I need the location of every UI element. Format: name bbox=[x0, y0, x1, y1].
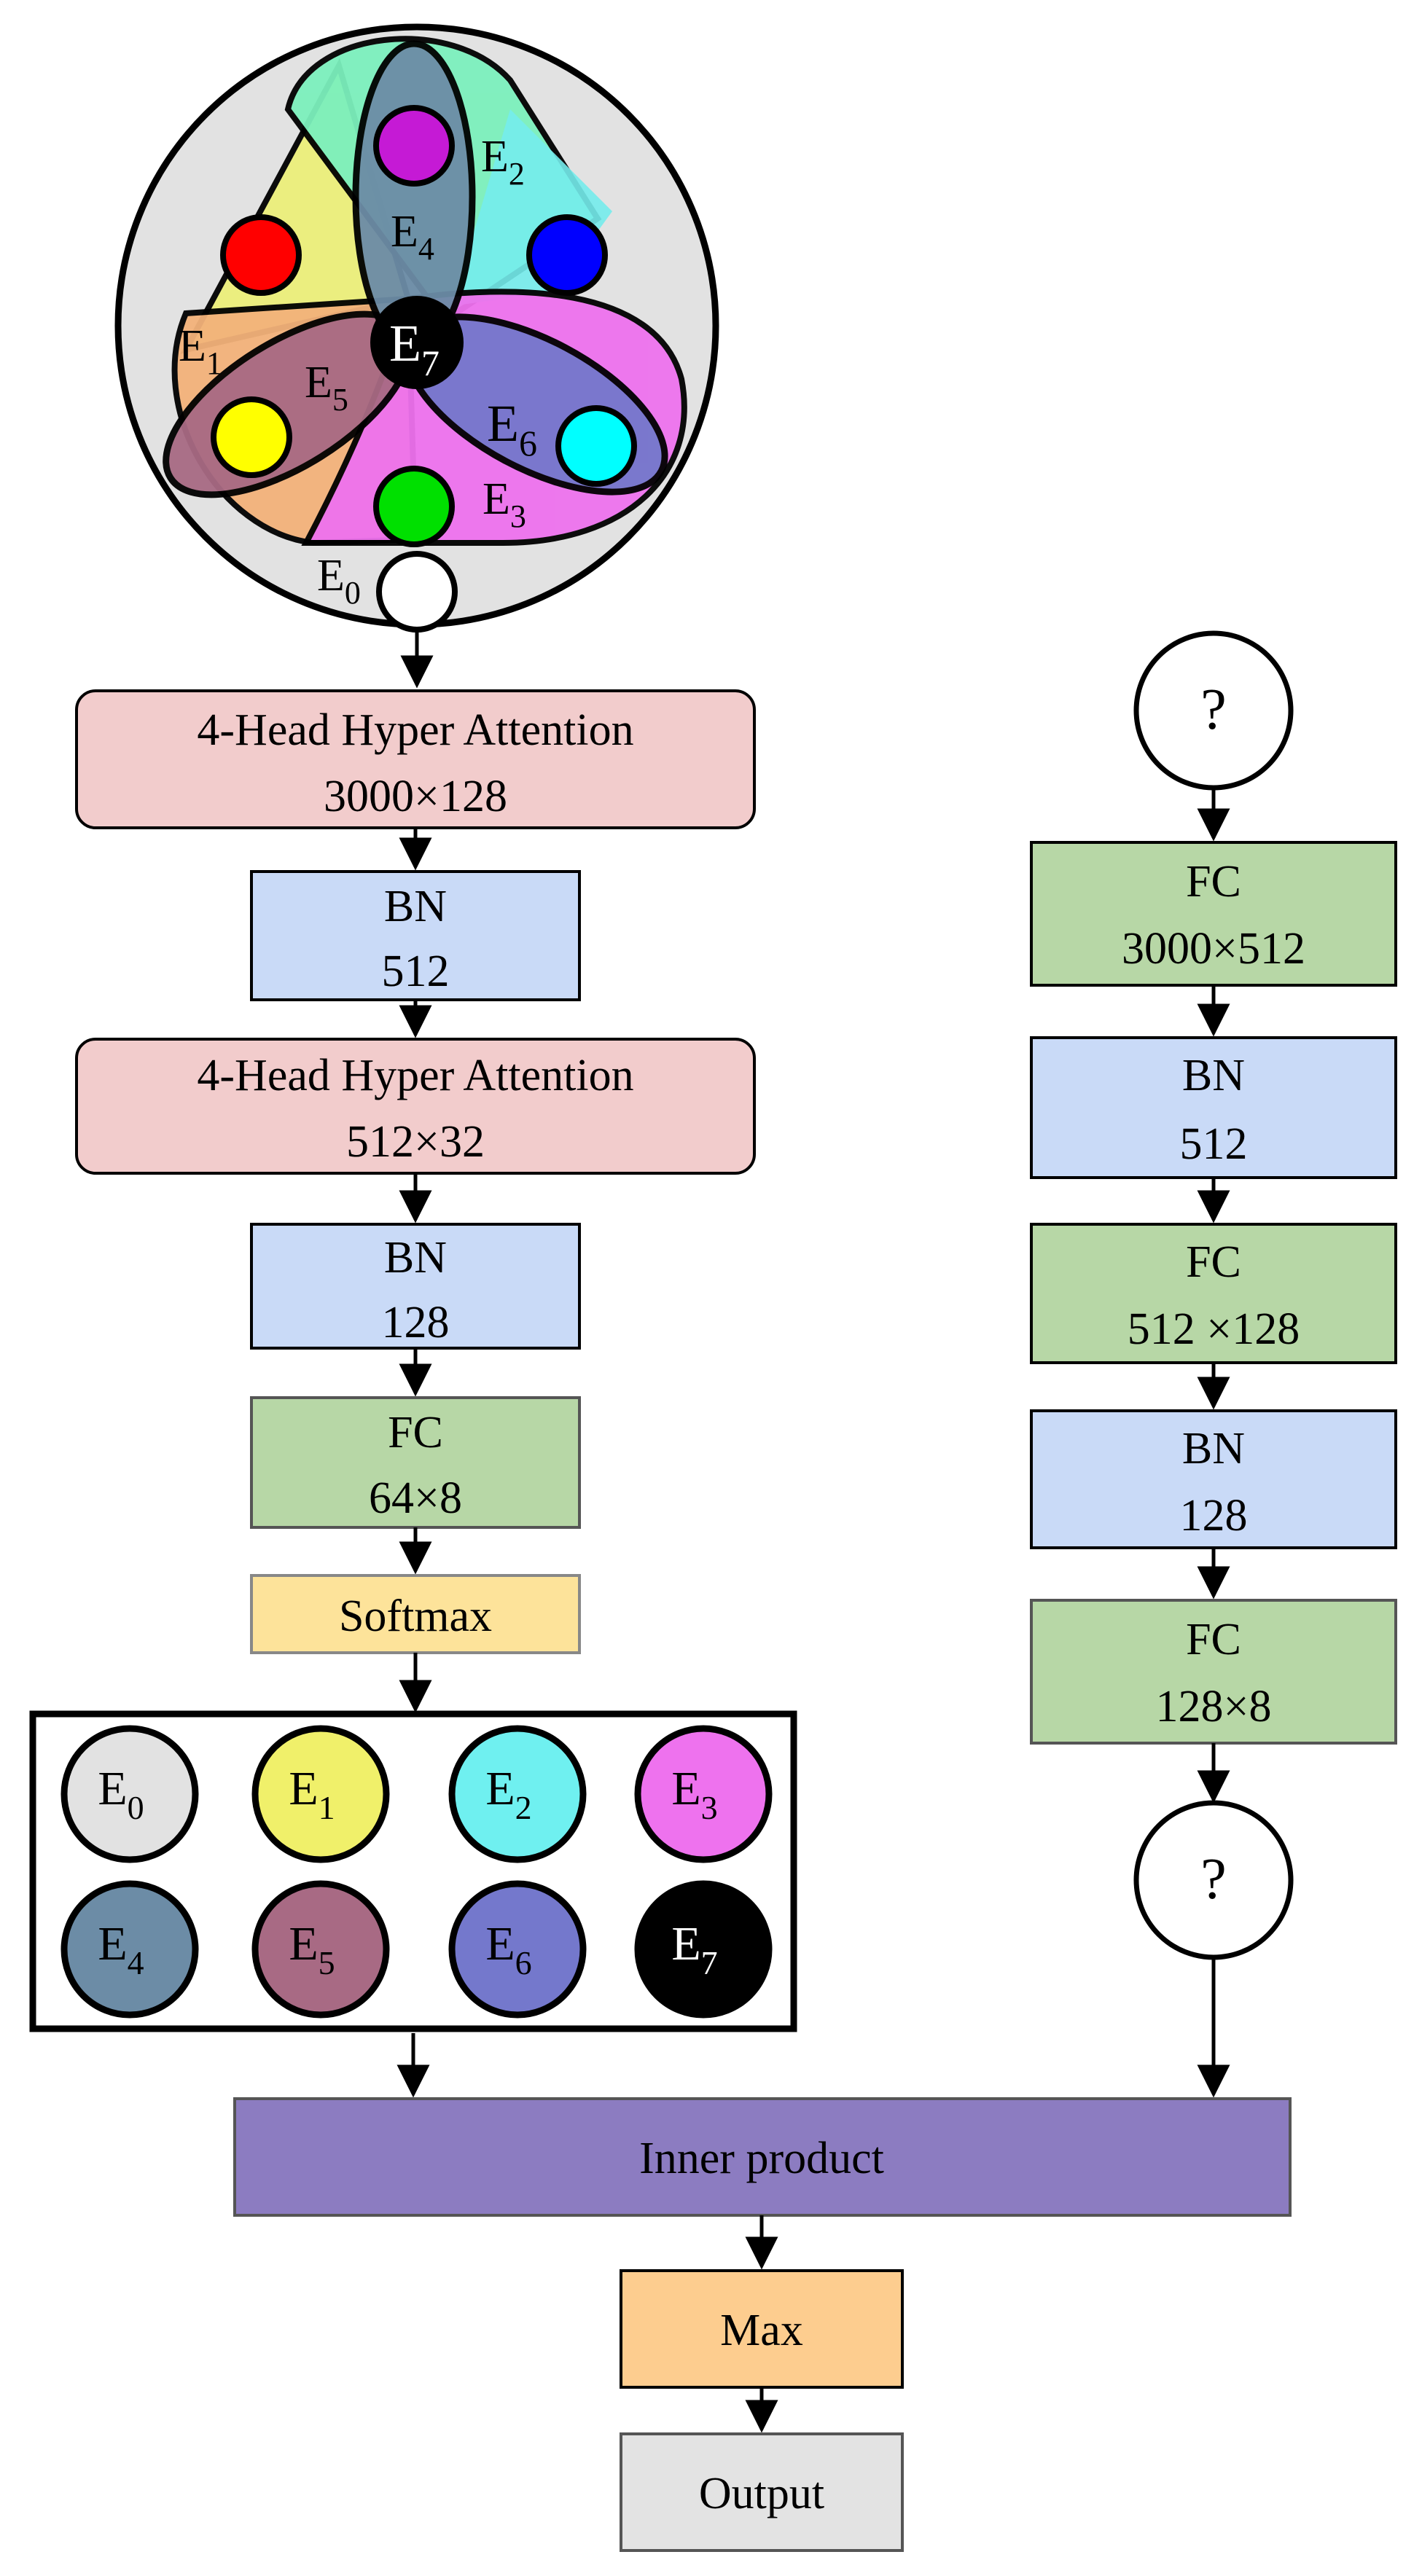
fc-right-3-title: FC bbox=[1186, 1615, 1241, 1664]
attention-block-2: 4-Head Hyper Attention 512×32 bbox=[75, 1038, 756, 1175]
venn-dot-white bbox=[376, 551, 458, 633]
bn-block-left-2: BN 128 bbox=[250, 1223, 581, 1350]
right-column: ? FC 3000×512 BN 512 FC 512 ×128 BN 128 bbox=[1030, 630, 1397, 2098]
attention-1-dims: 3000×128 bbox=[324, 772, 507, 821]
venn-label-e7: E7 bbox=[389, 314, 440, 383]
attention-2-dims: 512×32 bbox=[346, 1117, 485, 1167]
attention-2-title: 4-Head Hyper Attention bbox=[197, 1051, 633, 1100]
venn-dot-e7 bbox=[370, 296, 464, 389]
bn-right-1-title: BN bbox=[1182, 1051, 1245, 1100]
bottom-section: Inner product Max Output bbox=[233, 2097, 1292, 2552]
bn-block-left-1: BN 512 bbox=[250, 870, 581, 1001]
bn-block-right-1: BN 512 bbox=[1030, 1036, 1397, 1179]
venn-label-e4: E4 bbox=[391, 207, 434, 267]
output-placeholder-node: ? bbox=[1133, 1800, 1294, 1960]
fc-right-2-title: FC bbox=[1186, 1237, 1241, 1287]
venn-dot-yellow bbox=[211, 396, 292, 478]
venn-dot-red bbox=[220, 214, 302, 296]
venn-label-e3: E3 bbox=[483, 474, 526, 534]
expert-label-3: E3 bbox=[671, 1762, 717, 1826]
bn-left-1-title: BN bbox=[384, 882, 447, 931]
expert-circle-3: E3 bbox=[634, 1725, 773, 1863]
fc-block-right-1: FC 3000×512 bbox=[1030, 841, 1397, 987]
inner-product-label: Inner product bbox=[639, 2134, 884, 2183]
hypergraph-venn: E2 E4 E7 E1 E5 E6 E3 E0 bbox=[114, 23, 719, 633]
bn-right-1-dims: 512 bbox=[1180, 1119, 1248, 1169]
softmax-block: Softmax bbox=[250, 1574, 581, 1654]
expert-label-0: E0 bbox=[98, 1762, 144, 1826]
venn-label-e1: E1 bbox=[179, 321, 222, 381]
venn-dot-green bbox=[373, 466, 455, 547]
bn-right-2-dims: 128 bbox=[1180, 1491, 1248, 1540]
bn-block-right-2: BN 128 bbox=[1030, 1409, 1397, 1549]
output-placeholder-symbol: ? bbox=[1200, 1847, 1227, 1911]
venn-label-e6: E6 bbox=[487, 394, 537, 463]
max-block: Max bbox=[620, 2269, 904, 2389]
fc-block-right-2: FC 512 ×128 bbox=[1030, 1223, 1397, 1364]
input-placeholder-node: ? bbox=[1133, 630, 1294, 791]
expert-label-6: E6 bbox=[485, 1917, 531, 1981]
fc-left-title: FC bbox=[388, 1408, 443, 1457]
expert-circle-6: E6 bbox=[448, 1880, 587, 2019]
input-placeholder-symbol: ? bbox=[1200, 678, 1227, 742]
bn-left-1-dims: 512 bbox=[382, 947, 450, 996]
bn-left-2-dims: 128 bbox=[382, 1298, 450, 1347]
venn-label-e0: E0 bbox=[317, 551, 361, 611]
expert-circle-7: E7 bbox=[634, 1880, 773, 2019]
expert-circle-0: E0 bbox=[60, 1725, 199, 1863]
inner-product-block: Inner product bbox=[233, 2097, 1292, 2217]
bn-right-2-title: BN bbox=[1182, 1424, 1245, 1473]
expert-circle-4: E4 bbox=[60, 1880, 199, 2019]
max-label: Max bbox=[720, 2306, 803, 2355]
fc-right-2-dims: 512 ×128 bbox=[1128, 1304, 1300, 1354]
expert-circle-1: E1 bbox=[251, 1725, 390, 1863]
expert-circle-2: E2 bbox=[448, 1725, 587, 1863]
left-column: 4-Head Hyper Attention 3000×128 BN 512 4… bbox=[75, 630, 756, 1713]
venn-label-e5: E5 bbox=[305, 358, 348, 418]
venn-label-e2: E2 bbox=[481, 132, 525, 192]
fc-block-left: FC 64×8 bbox=[250, 1396, 581, 1529]
fc-block-right-3: FC 128×8 bbox=[1030, 1599, 1397, 1745]
expert-label-1: E1 bbox=[289, 1762, 335, 1826]
output-label: Output bbox=[699, 2469, 824, 2518]
expert-label-4: E4 bbox=[98, 1917, 144, 1981]
fc-right-1-title: FC bbox=[1186, 857, 1241, 907]
bn-left-2-title: BN bbox=[384, 1233, 447, 1283]
fc-right-1-dims: 3000×512 bbox=[1122, 924, 1305, 974]
attention-block-1: 4-Head Hyper Attention 3000×128 bbox=[75, 689, 756, 829]
expert-label-7: E7 bbox=[671, 1917, 717, 1981]
venn-dot-blue bbox=[526, 214, 608, 296]
venn-dot-cyan bbox=[555, 405, 637, 487]
expert-label-5: E5 bbox=[289, 1917, 335, 1981]
venn-dot-purple bbox=[373, 105, 455, 187]
softmax-label: Softmax bbox=[339, 1592, 492, 1641]
output-block: Output bbox=[620, 2432, 904, 2552]
expert-circle-5: E5 bbox=[251, 1880, 390, 2019]
fc-left-dims: 64×8 bbox=[369, 1473, 462, 1523]
fc-right-3-dims: 128×8 bbox=[1156, 1682, 1272, 1731]
expert-label-2: E2 bbox=[485, 1762, 531, 1826]
attention-1-title: 4-Head Hyper Attention bbox=[197, 705, 633, 755]
